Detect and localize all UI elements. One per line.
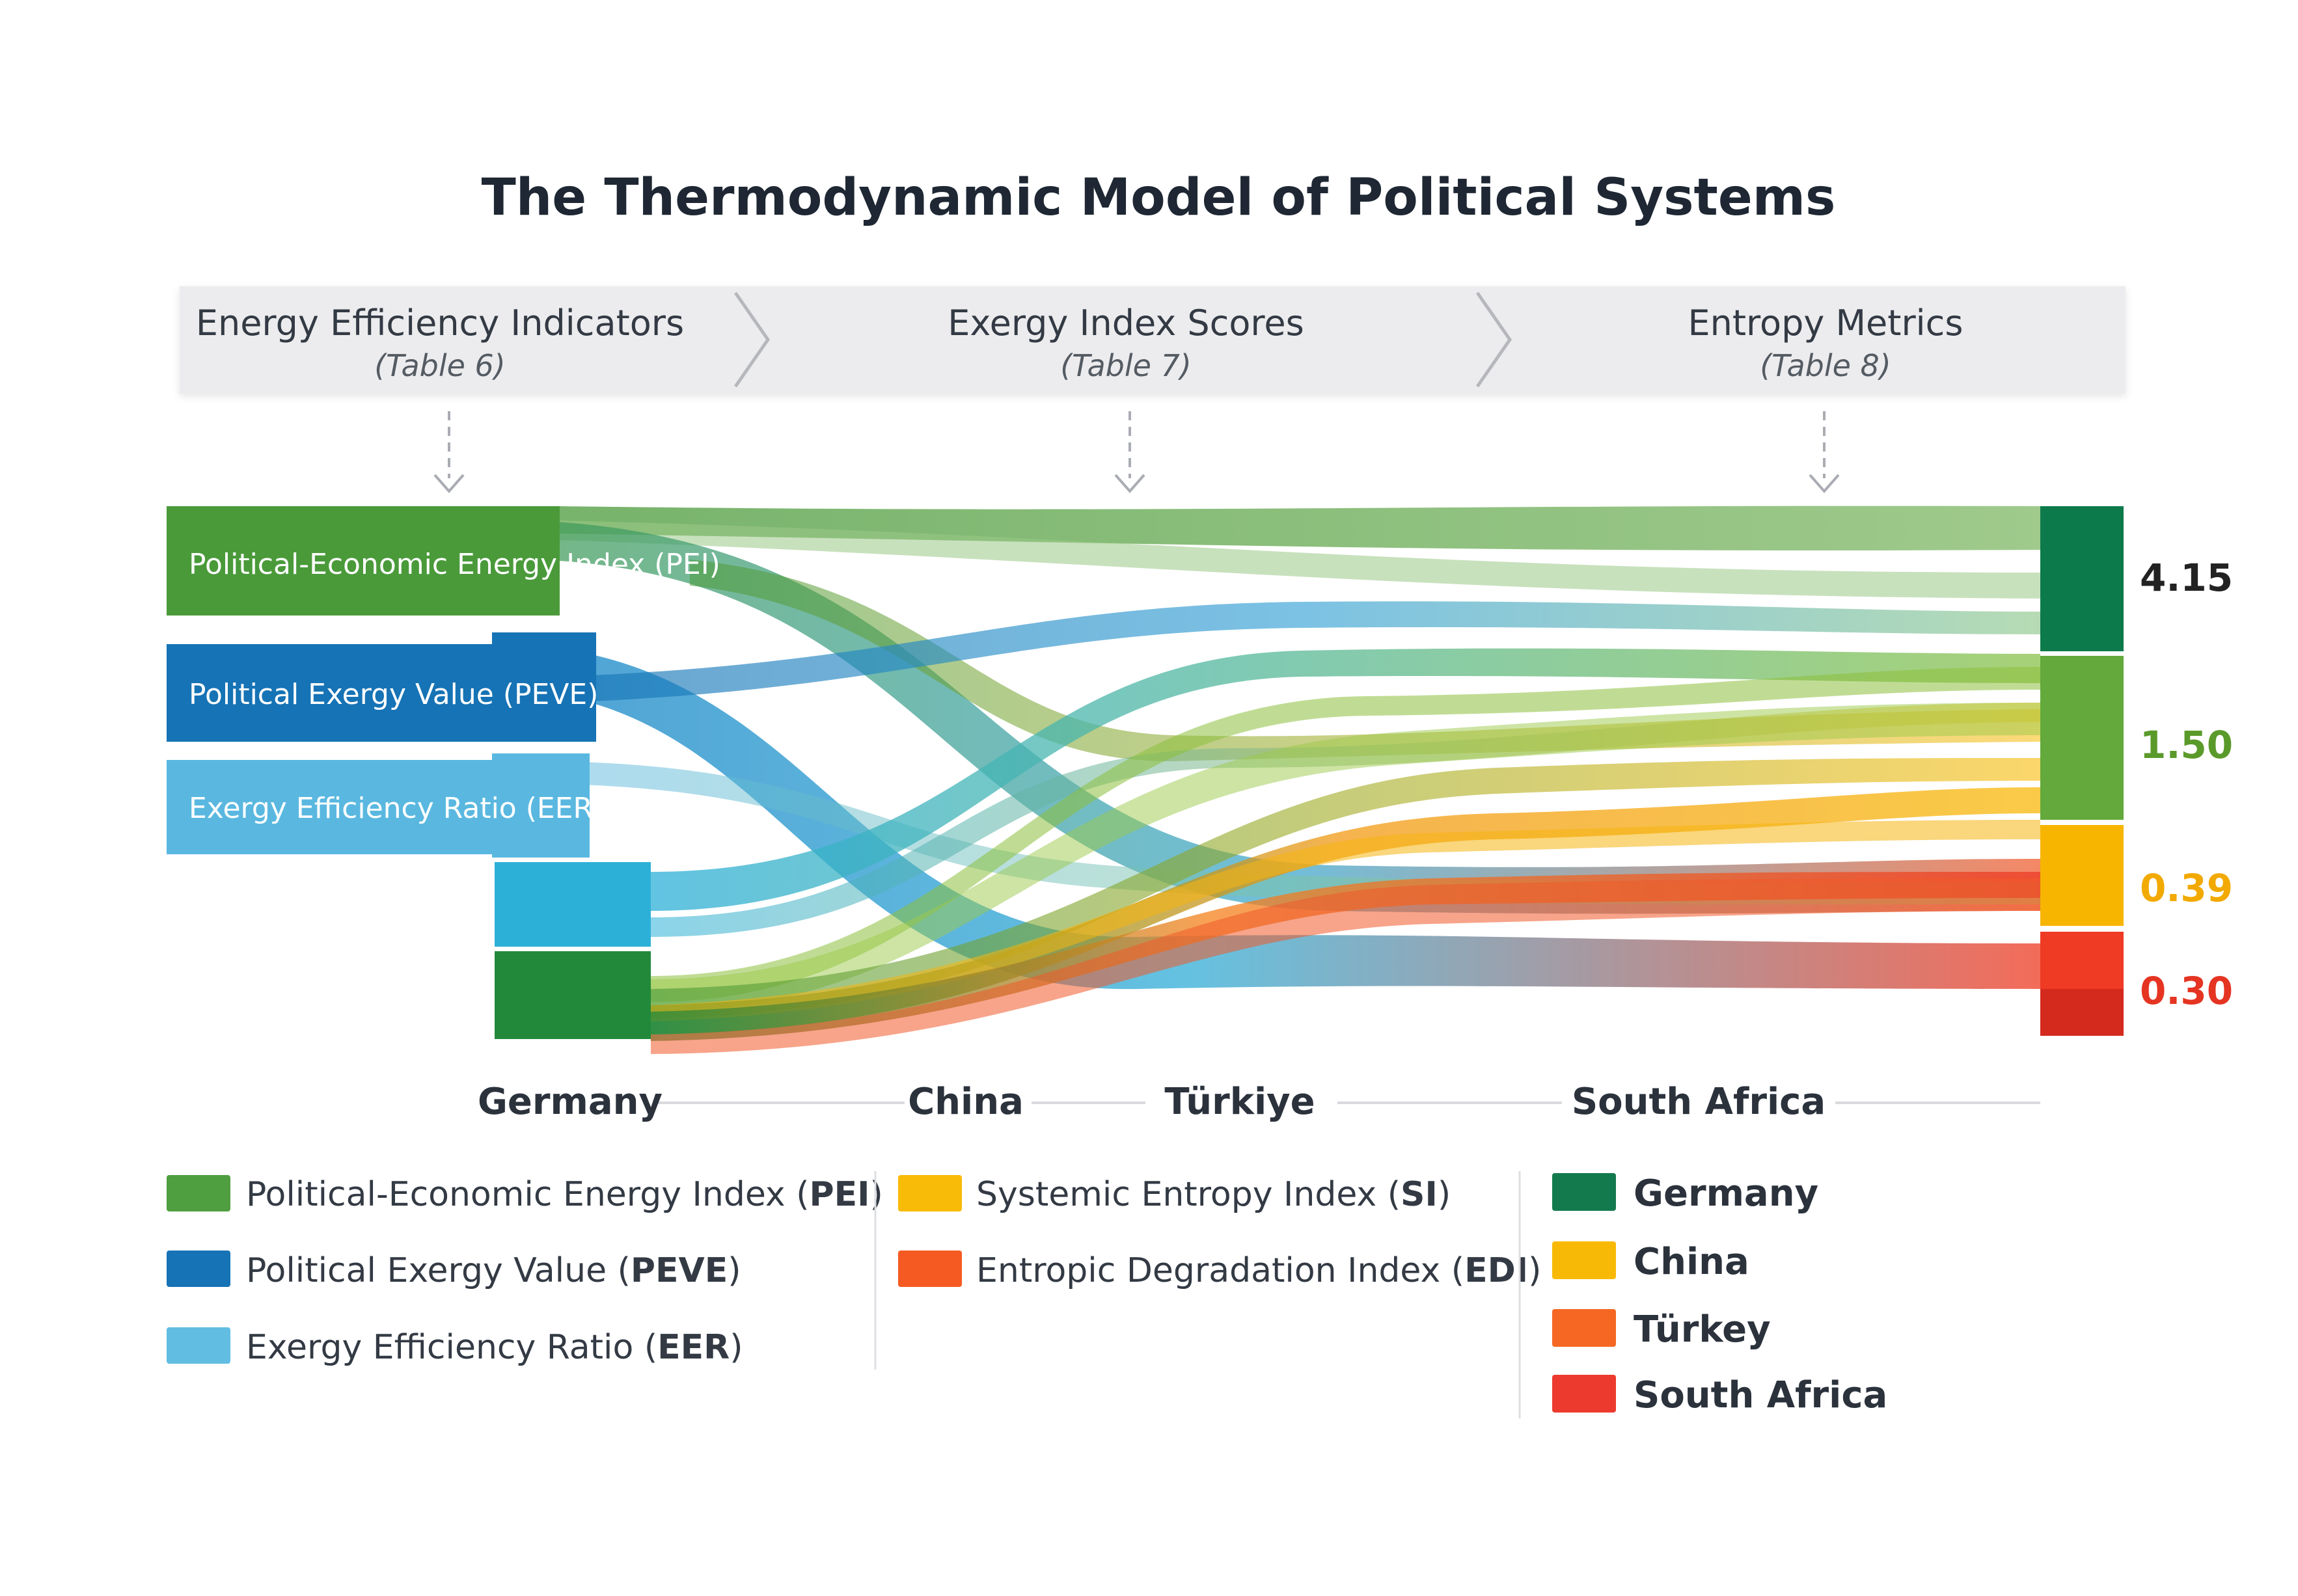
indicator-label: Political-Economic Energy Index (PEI) [189,548,720,581]
legend-swatch [1552,1309,1616,1347]
legend-swatch [898,1251,962,1287]
legend-entropy: Systemic Entropy Index (SI) Entropic Deg… [898,1175,1541,1290]
stage-ref: (Table 6) [374,348,506,383]
svg-text:Exergy Efficiency Ratio (EER): Exergy Efficiency Ratio (EER) [246,1328,743,1367]
svg-text:South Africa: South Africa [1634,1374,1887,1416]
legend-swatch [167,1175,230,1211]
legend-item-peve: Political Exergy Value (PEVE) [167,1251,741,1290]
outcome-node-turkey: 0.39 [2040,825,2233,926]
indicator-node-eer: Exergy Efficiency Ratio (EER) [167,753,604,858]
outcome-node-china: 1.50 [2040,656,2233,820]
axis-country-china: China [908,1081,1024,1123]
flow-band [651,878,2040,1054]
legend-item-si: Systemic Entropy Index (SI) [898,1175,1451,1214]
outcome-node-south-africa: 0.30 [2040,932,2233,1036]
stage-entropy-metrics: Entropy Metrics (Table 8) [1688,303,1963,383]
flow-band [560,601,2040,703]
legend-swatch [898,1175,962,1211]
outcome-node-germany: 4.15 [2040,506,2233,651]
legend-swatch [167,1251,230,1287]
outcome-value: 1.50 [2140,723,2233,767]
flow-band [690,560,2040,761]
legend-item-south-africa: South Africa [1552,1374,1887,1416]
indicator-label: Political Exergy Value (PEVE) [189,678,598,711]
exergy-node-green [495,951,651,1039]
stage-name: Entropy Metrics [1688,303,1963,344]
svg-text:Political Exergy Value (PEVE): Political Exergy Value (PEVE) [246,1251,741,1290]
indicator-node-peve: Political Exergy Value (PEVE) [167,632,598,742]
down-arrow-icons [433,411,1840,494]
outcome-nodes: 4.15 1.50 0.39 0.30 [2040,506,2233,1036]
svg-text:Germany: Germany [1634,1172,1818,1215]
legend-item-pei: Political-Economic Energy Index (PEI) [167,1175,883,1214]
axis-country-south-africa: South Africa [1572,1081,1826,1123]
outcome-value: 0.30 [2140,969,2233,1013]
indicator-node-pei: Political-Economic Energy Index (PEI) [167,506,720,615]
legend-item-edi: Entropic Degradation Index (EDI) [898,1251,1541,1290]
stage-header: Energy Efficiency Indicators (Table 6) E… [180,286,2126,394]
stage-ref: (Table 7) [1060,348,1192,383]
stage-name: Energy Efficiency Indicators [196,303,684,344]
stage-name: Exergy Index Scores [948,303,1304,344]
legend-item-germany: Germany [1552,1172,1818,1215]
outcome-value: 4.15 [2140,556,2233,600]
legend-swatch [1552,1173,1616,1211]
indicator-label: Exergy Efficiency Ratio (EER) [189,792,604,825]
axis-country-turkiye: Türkiye [1164,1081,1315,1123]
legend-item-eer: Exergy Efficiency Ratio (EER) [167,1327,743,1367]
svg-text:Entropic Degradation Index (ED: Entropic Degradation Index (EDI) [976,1251,1541,1290]
legend-item-china: China [1552,1241,1749,1283]
svg-text:Türkey: Türkey [1634,1308,1771,1351]
legend-swatch [1552,1375,1616,1413]
indicator-nodes: Political-Economic Energy Index (PEI) Po… [167,506,720,1039]
flow-band [560,521,2040,599]
flow-band [651,820,2040,1021]
exergy-node-cyan [495,862,651,947]
outcome-value: 0.39 [2140,866,2233,910]
legend-swatch [167,1327,230,1364]
diagram-title: The Thermodynamic Model of Political Sys… [482,169,1836,227]
legend-item-turkey: Türkey [1552,1308,1771,1351]
svg-text:China: China [1634,1241,1749,1283]
flow-bands [495,506,2040,1054]
flow-band [495,644,2040,990]
axis-country-germany: Germany [478,1081,663,1123]
legend-indices: Political-Economic Energy Index (PEI) Po… [167,1175,883,1367]
svg-text:Systemic Entropy Index (SI): Systemic Entropy Index (SI) [976,1175,1451,1214]
legend-swatch [1552,1241,1616,1279]
stage-exergy-index: Exergy Index Scores (Table 7) [948,303,1304,383]
stage-energy-efficiency: Energy Efficiency Indicators (Table 6) [196,303,684,383]
svg-text:Political-Economic Energy Inde: Political-Economic Energy Index (PEI) [246,1175,883,1214]
stage-ref: (Table 8) [1760,348,1891,383]
legend-countries: Germany China Türkey South Africa [1552,1172,1887,1416]
legend: Political-Economic Energy Index (PEI) Po… [167,1171,1887,1418]
country-axis: Germany China Türkiye South Africa [478,1081,2040,1123]
